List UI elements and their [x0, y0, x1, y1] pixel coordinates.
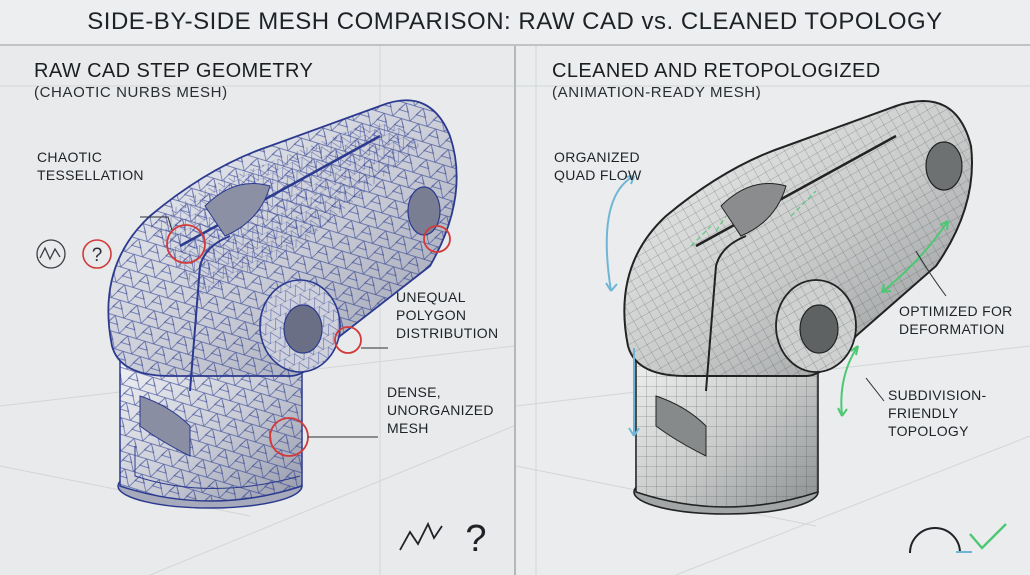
- panel-retopologized: CLEANED AND RETOPOLOGIZED (ANIMATION-REA…: [516, 46, 1030, 575]
- arrow-subdivision: [840, 345, 859, 417]
- retopo-model: [605, 100, 1007, 554]
- raw-cad-model: ? ?: [36, 99, 487, 560]
- svg-text:?: ?: [465, 518, 486, 560]
- panel-divider: [514, 46, 516, 575]
- arrow-quad-flow-top: [605, 175, 635, 292]
- title-rule: [0, 44, 1030, 46]
- callout-dense-mesh: DENSE, UNORGANIZED MESH: [387, 384, 494, 436]
- svg-text:?: ?: [92, 245, 103, 266]
- question-mark-icon: ?: [465, 518, 486, 560]
- question-circle-icon: ?: [82, 239, 112, 269]
- callout-deformation: OPTIMIZED FOR DEFORMATION: [899, 303, 1013, 337]
- panel-raw-cad: RAW CAD STEP GEOMETRY (CHAOTIC NURBS MES…: [0, 46, 514, 575]
- left-heading: RAW CAD STEP GEOMETRY: [34, 60, 314, 82]
- marker-hole: [423, 225, 451, 253]
- flow-arrows: [605, 175, 949, 437]
- leader-lines: [140, 216, 388, 438]
- zigzag-icon: [399, 521, 443, 551]
- right-subheading: (ANIMATION-READY MESH): [552, 84, 762, 101]
- left-subheading: (CHAOTIC NURBS MESH): [34, 84, 228, 101]
- callout-unequal-distribution: UNEQUAL POLYGON DISTRIBUTION: [396, 289, 499, 341]
- gauge-icon: [909, 527, 972, 554]
- callout-quad-flow: ORGANIZED QUAD FLOW: [554, 149, 642, 183]
- raw-bracket-shape: [107, 99, 458, 509]
- callout-chaotic-tessellation: CHAOTIC TESSELLATION: [37, 149, 144, 183]
- squiggle-circle-icon: [36, 239, 66, 269]
- leader-lines-right: [865, 250, 947, 402]
- marker-unequal: [334, 326, 362, 354]
- marker-chaotic: [166, 224, 206, 264]
- arrow-deformation: [881, 220, 949, 293]
- callout-subdivision: SUBDIVISION- FRIENDLY TOPOLOGY: [888, 387, 987, 439]
- checkmark-icon: [969, 523, 1007, 550]
- page-title: SIDE-BY-SIDE MESH COMPARISON: RAW CAD vs…: [0, 0, 1030, 44]
- right-heading: CLEANED AND RETOPOLOGIZED: [552, 60, 881, 82]
- retopo-bracket-shape: [623, 100, 973, 515]
